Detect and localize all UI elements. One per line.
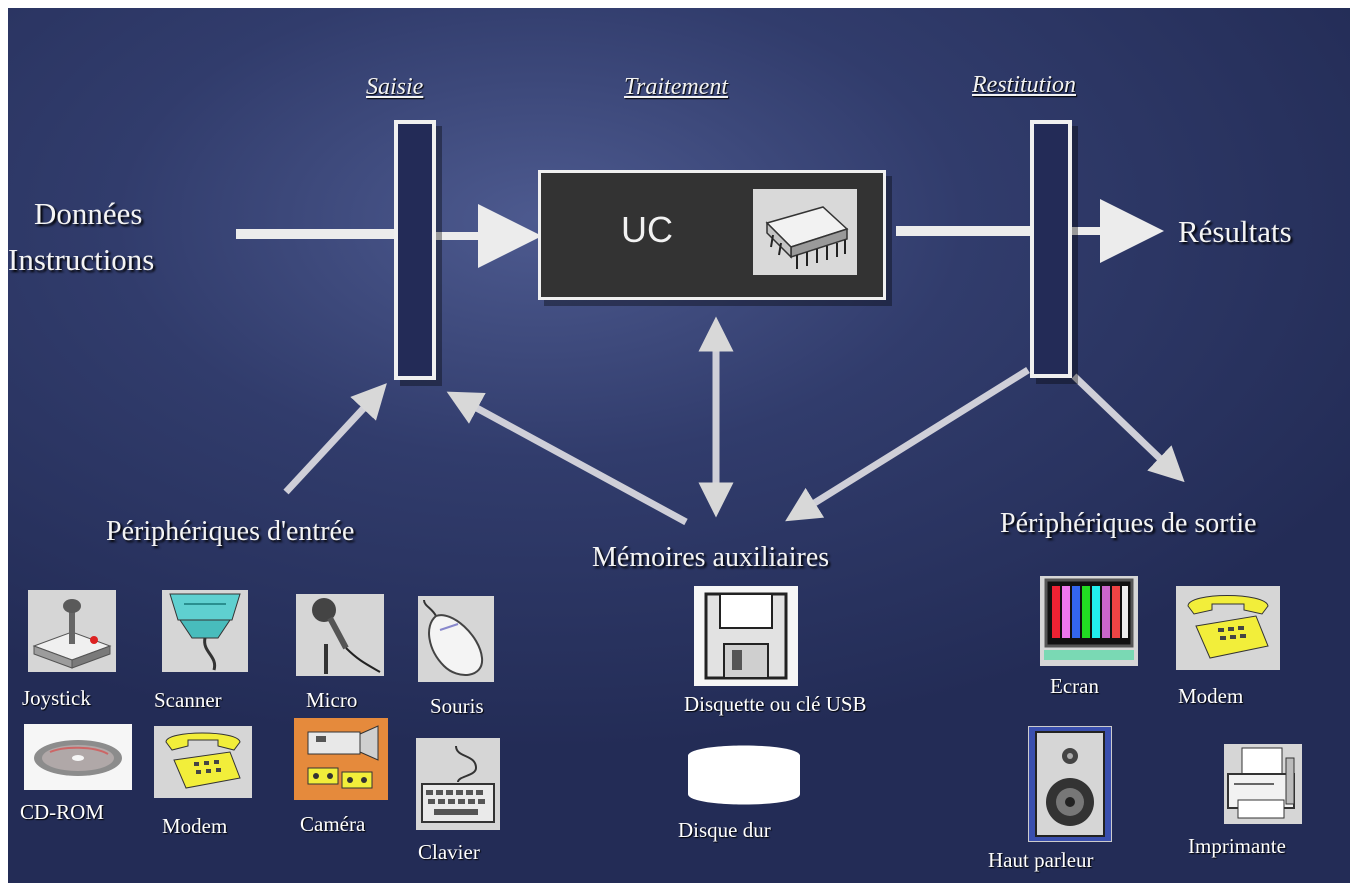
- arrow-restitution-to-output-devices: [1071, 373, 1185, 483]
- inputs-line-instructions: Instructions: [8, 242, 155, 277]
- results-text: Résultats: [1178, 214, 1292, 249]
- header-traitement: Traitement: [624, 74, 729, 100]
- frame-top: [0, 0, 1350, 8]
- arrow-memory-to-saisie: [446, 391, 688, 526]
- header-saisie: Saisie: [366, 74, 424, 100]
- label-imprimante: Imprimante: [1188, 834, 1286, 858]
- label-modem-input: Modem: [162, 814, 228, 838]
- mouse-icon: [418, 596, 494, 682]
- uc-box: UC: [538, 170, 886, 300]
- restitution-bar: [1030, 120, 1072, 378]
- group-title-output-devices: Périphériques de sortie: [1000, 508, 1257, 539]
- chip-icon: [753, 189, 857, 275]
- microphone-icon: [296, 594, 384, 676]
- modem-input-icon: [154, 726, 252, 798]
- header-restitution: Restitution: [972, 72, 1076, 98]
- group-title-aux-memory: Mémoires auxiliaires: [592, 542, 830, 573]
- label-haut-parleur: Haut parleur: [988, 848, 1094, 872]
- label-ecran: Ecran: [1050, 674, 1099, 698]
- label-camera: Caméra: [300, 812, 366, 836]
- screen-icon: [1040, 576, 1138, 666]
- saisie-bar: [394, 120, 436, 380]
- cdrom-icon: [24, 724, 132, 790]
- label-modem-output: Modem: [1178, 684, 1244, 708]
- label-joystick: Joystick: [22, 686, 91, 710]
- modem-output-icon: [1176, 586, 1280, 670]
- printer-icon: [1224, 744, 1302, 824]
- label-disquette: Disquette ou clé USB: [684, 692, 867, 716]
- label-souris: Souris: [430, 694, 484, 718]
- label-micro: Micro: [306, 688, 358, 712]
- keyboard-icon: [416, 738, 500, 830]
- scanner-icon: [162, 590, 248, 672]
- frame-left: [0, 0, 8, 883]
- label-disque-dur: Disque dur: [678, 818, 771, 842]
- speaker-icon: [1028, 726, 1112, 842]
- group-title-input-devices: Périphériques d'entrée: [106, 516, 355, 547]
- joystick-icon: [28, 590, 116, 672]
- arrow-input-devices-to-saisie: [283, 383, 387, 495]
- inputs-line-donnees: Données: [34, 196, 143, 231]
- label-clavier: Clavier: [418, 840, 480, 864]
- arrow-restitution-to-memory: [785, 367, 1030, 522]
- uc-label: UC: [621, 209, 673, 250]
- hard-disk-icon: [686, 744, 802, 806]
- label-cdrom: CD-ROM: [20, 800, 105, 824]
- camera-icon: [294, 718, 388, 800]
- floppy-disk-icon: [694, 586, 798, 686]
- label-scanner: Scanner: [154, 688, 222, 712]
